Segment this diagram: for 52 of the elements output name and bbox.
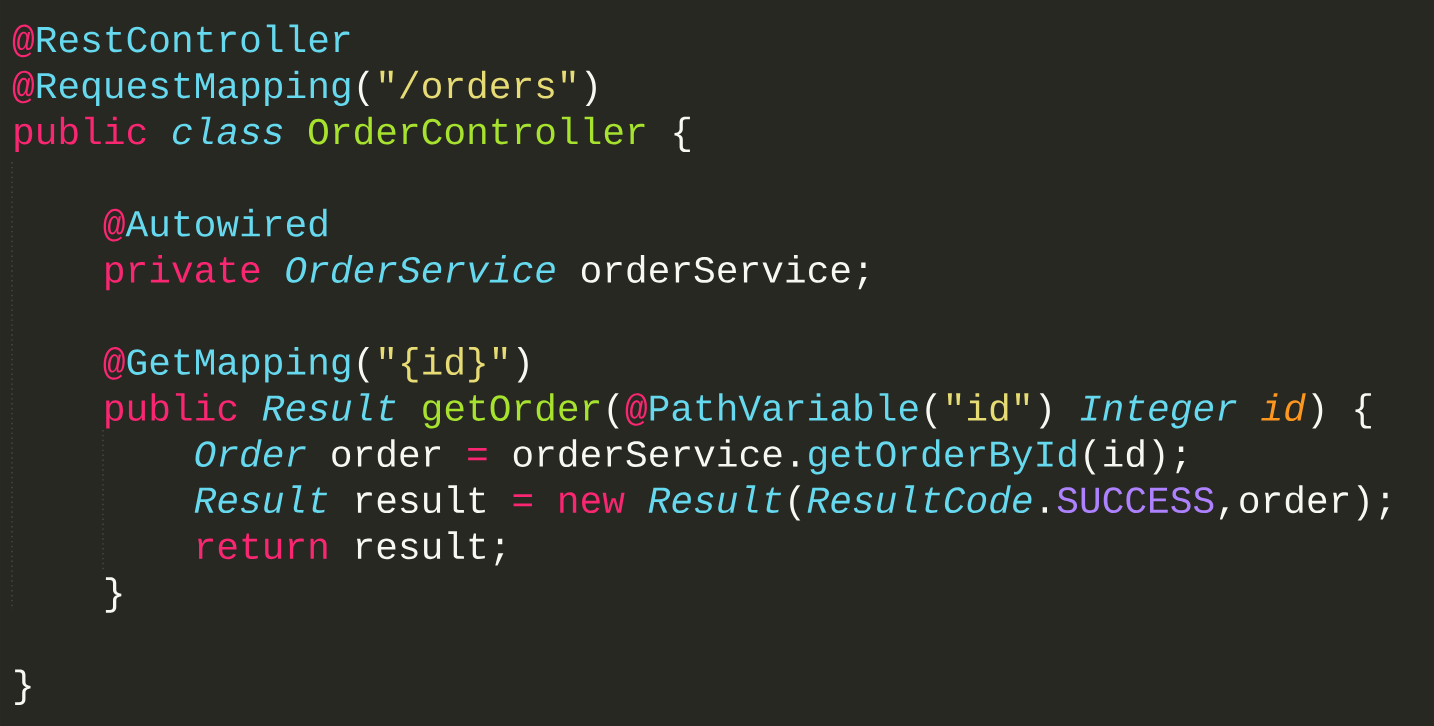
code-token: ): [517, 347, 528, 383]
code-token: @: [12, 70, 34, 104]
code-token: public: [106, 393, 237, 429]
code-token: OrderController: [309, 116, 645, 145]
code-token: orderService.: [513, 439, 798, 468]
code-token: OrderService: [286, 254, 555, 283]
code-token: order: [332, 439, 440, 468]
code-token: getOrderById: [809, 439, 1076, 475]
code-token: Result: [648, 485, 782, 514]
code-token: PathVariable: [650, 393, 918, 421]
code-token: result: [356, 485, 485, 514]
code-token: (: [926, 393, 937, 429]
code-token: GetMapping: [127, 347, 350, 383]
code-token: Autowired: [125, 208, 327, 237]
code-token: class: [173, 116, 282, 145]
code-token: ) {: [1312, 393, 1371, 429]
code-token: Integer: [1080, 395, 1237, 429]
code-token: (: [358, 347, 369, 383]
code-token: }: [105, 577, 122, 613]
code-token: .: [1042, 507, 1047, 513]
code-token: =: [468, 448, 487, 461]
code-token: Result: [194, 485, 328, 514]
code-token: (: [790, 485, 801, 521]
code-token: private: [106, 254, 260, 291]
code-token: @: [103, 208, 125, 242]
code-token: ,order);: [1219, 485, 1389, 521]
code-token: ): [1039, 393, 1050, 429]
code-token: @: [12, 24, 34, 58]
code-token: {: [674, 116, 690, 152]
code-token: ResultCode: [807, 485, 1032, 514]
code-token: ): [585, 70, 596, 106]
code-token: orderService;: [581, 254, 867, 290]
code-token: return: [198, 533, 327, 560]
code-token: Order: [195, 439, 306, 468]
code-token: "/orders": [380, 70, 575, 99]
code-token: (: [358, 70, 369, 106]
code-token: result;: [356, 531, 504, 566]
code-token: "id": [947, 393, 1029, 422]
code-token: (: [608, 393, 619, 429]
code-token: (id);: [1085, 439, 1185, 475]
code-token: @: [103, 347, 125, 380]
code-token: getOrder: [423, 393, 599, 429]
code-token: = new: [513, 492, 625, 514]
code-token: public: [15, 116, 146, 152]
code-token: RequestMapping: [37, 70, 350, 106]
code-token: @: [625, 393, 647, 426]
code-token: SUCCESS: [1057, 487, 1214, 514]
code-token: RestController: [37, 24, 350, 53]
code-token: Result: [262, 393, 396, 421]
code-token: }: [15, 669, 31, 705]
code-token: "{id}": [380, 347, 507, 383]
code-token: id: [1261, 393, 1306, 422]
